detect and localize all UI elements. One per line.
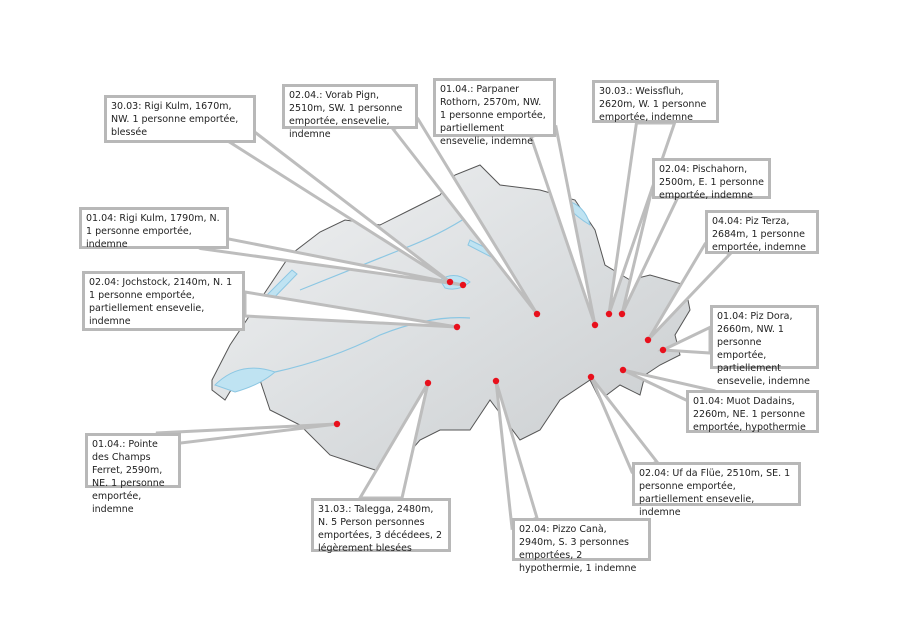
incident-label-pizzo-cana: 02.04: Pizzo Canà, 2940m, S. 3 personnes…: [512, 518, 651, 574]
incident-label-piz-terza: 04.04: Piz Terza, 2684m, 1 personne empo…: [705, 210, 819, 254]
incident-dot-vorab[interactable]: [533, 310, 541, 318]
incident-label-jochstock: 02.04: Jochstock, 2140m, N. 1 1 personne…: [82, 271, 245, 331]
incident-label-vorab: 02.04.: Vorab Pign, 2510m, SW. 1 personn…: [282, 84, 418, 140]
river-rhone: [274, 317, 471, 373]
incident-label-piz-dora: 01.04: Piz Dora, 2660m, NW. 1 personne e…: [710, 305, 819, 387]
incident-dots: [333, 278, 667, 428]
incident-label-talegga: 31.03.: Talegga, 2480m, N. 5 Person pers…: [311, 498, 451, 554]
incident-dot-jochstock[interactable]: [453, 323, 461, 331]
leader-line-jochstock: [243, 290, 458, 329]
incident-dot-talegga[interactable]: [424, 379, 432, 387]
incident-dot-pischahorn[interactable]: [618, 310, 626, 318]
incident-dot-piz-terza[interactable]: [644, 336, 652, 344]
incident-dot-muot-dadains[interactable]: [619, 366, 627, 374]
incident-dot-rigi-0104[interactable]: [459, 281, 467, 289]
leader-line-uf-da-flue: [589, 376, 660, 474]
incident-dot-parpaner[interactable]: [591, 321, 599, 329]
incident-dot-piz-dora[interactable]: [659, 346, 667, 354]
incident-dot-pizzo-cana[interactable]: [492, 377, 500, 385]
incident-dot-rigi-3003[interactable]: [446, 278, 454, 286]
incident-dot-uf-da-flue[interactable]: [587, 373, 595, 381]
incident-label-rigi-0104: 01.04: Rigi Kulm, 1790m, N. 1 personne e…: [79, 207, 229, 250]
incident-label-parpaner: 01.04.: Parpaner Rothorn, 2570m, NW. 1 p…: [433, 78, 556, 147]
incident-dot-weissfluh[interactable]: [605, 310, 613, 318]
incident-label-rigi-3003: 30.03: Rigi Kulm, 1670m, NW. 1 personne …: [104, 95, 256, 143]
incident-label-pischahorn: 02.04: Pischahorn, 2500m, E. 1 personne …: [652, 158, 771, 201]
incident-dot-champs-ferret[interactable]: [333, 420, 341, 428]
incident-label-champs-ferret: 01.04.: Pointe des Champs Ferret, 2590m,…: [85, 433, 181, 515]
incident-label-muot-dadains: 01.04: Muot Dadains, 2260m, NE. 1 person…: [686, 390, 819, 433]
incident-label-weissfluh: 30.03.: Weissfluh, 2620m, W. 1 personne …: [592, 80, 719, 123]
incident-label-uf-da-flue: 02.04: Uf da Flüe, 2510m, SE. 1 personne…: [632, 462, 801, 518]
